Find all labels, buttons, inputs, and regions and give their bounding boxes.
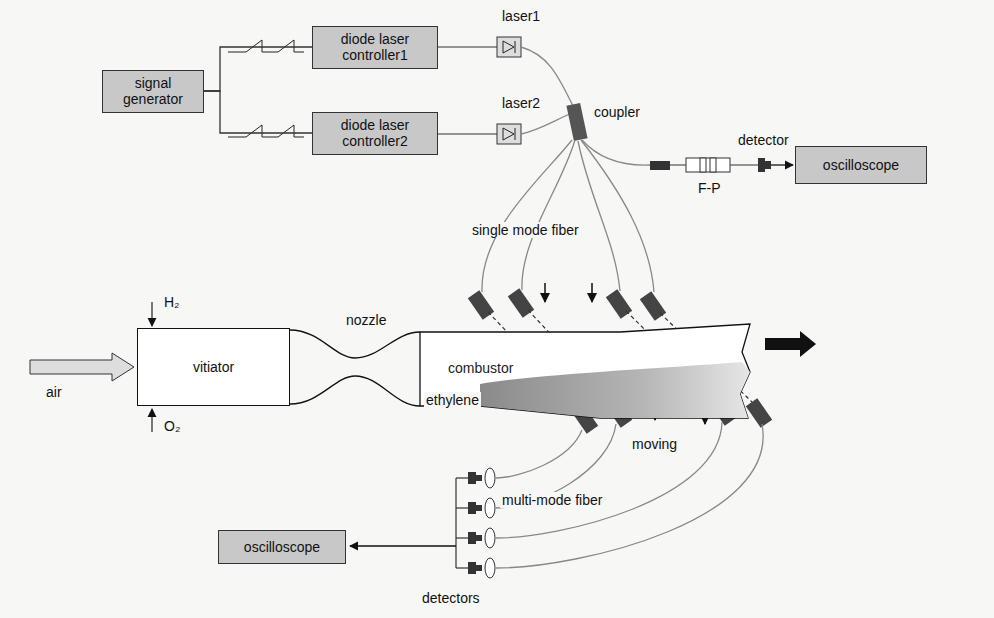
part-label: F-P: [696, 180, 723, 196]
flame-region: [480, 362, 750, 418]
lens: [485, 468, 495, 578]
nozzle-wall: [290, 330, 420, 358]
detector-wire: [456, 478, 468, 568]
connector: [204, 91, 312, 133]
moving-arrow: [544, 283, 546, 302]
process-box: signal generator: [102, 70, 204, 113]
fiber: [522, 140, 575, 290]
process-box: diode laser controller2: [312, 112, 438, 155]
part-label: air: [44, 384, 64, 400]
fiber: [482, 140, 572, 292]
node-text: diode laser controller1: [313, 31, 437, 63]
h2-inlet-arrow: [151, 302, 152, 326]
node-text: oscilloscope: [823, 157, 899, 173]
part-label: detectors: [420, 590, 482, 606]
node-text: diode laser controller2: [313, 117, 437, 149]
detector-symbol: [468, 472, 482, 574]
instrument-box: oscilloscope: [795, 146, 927, 184]
part-label: moving: [630, 436, 679, 452]
detector-symbol: [758, 158, 771, 172]
laser-diode-symbol: [497, 37, 521, 57]
node-text: oscilloscope: [244, 539, 320, 555]
fabry-perot-symbol: [686, 158, 730, 172]
part-label: laser1: [500, 8, 542, 24]
part-label: O₂: [162, 418, 182, 434]
fiber: [496, 422, 763, 568]
part-label: H₂: [162, 294, 182, 310]
part-label: ethylene: [424, 392, 481, 408]
nozzle-wall: [290, 376, 420, 406]
duct-wall: [420, 324, 750, 418]
part-label: detector: [736, 132, 791, 148]
fiber: [521, 112, 574, 134]
fiber: [582, 140, 650, 165]
o2-inlet-arrow: [151, 409, 152, 432]
process-box: diode laser controller1: [312, 26, 438, 69]
node-text: signal generator: [103, 75, 203, 107]
part-label: multi-mode fiber: [500, 492, 604, 508]
connector: [204, 47, 312, 91]
transmitter-probe: [468, 288, 666, 320]
sawtooth-wave: [228, 125, 304, 137]
beam: [670, 165, 686, 166]
part-label: coupler: [592, 104, 642, 120]
part-label: nozzle: [344, 312, 388, 328]
signal-arrow: [771, 164, 793, 165]
fiber: [581, 140, 654, 292]
vitiator-box: vitiator: [137, 328, 290, 406]
signal-arrow: [350, 545, 456, 546]
laser-diode-symbol: [497, 124, 521, 144]
collimator: [650, 161, 670, 170]
wire: [432, 133, 497, 134]
exhaust-arrow: [765, 331, 816, 357]
moving-arrow: [591, 283, 593, 302]
part-label: single mode fiber: [470, 222, 581, 238]
sawtooth-wave: [228, 40, 304, 52]
part-label: laser2: [500, 95, 542, 111]
instrument-box: oscilloscope: [218, 530, 346, 564]
air-inlet-arrow: [30, 353, 134, 381]
node-text: combustor: [448, 360, 513, 376]
coupler-symbol: [566, 103, 587, 141]
wire: [432, 46, 497, 47]
beam: [730, 165, 758, 166]
node-text: vitiator: [193, 359, 234, 375]
